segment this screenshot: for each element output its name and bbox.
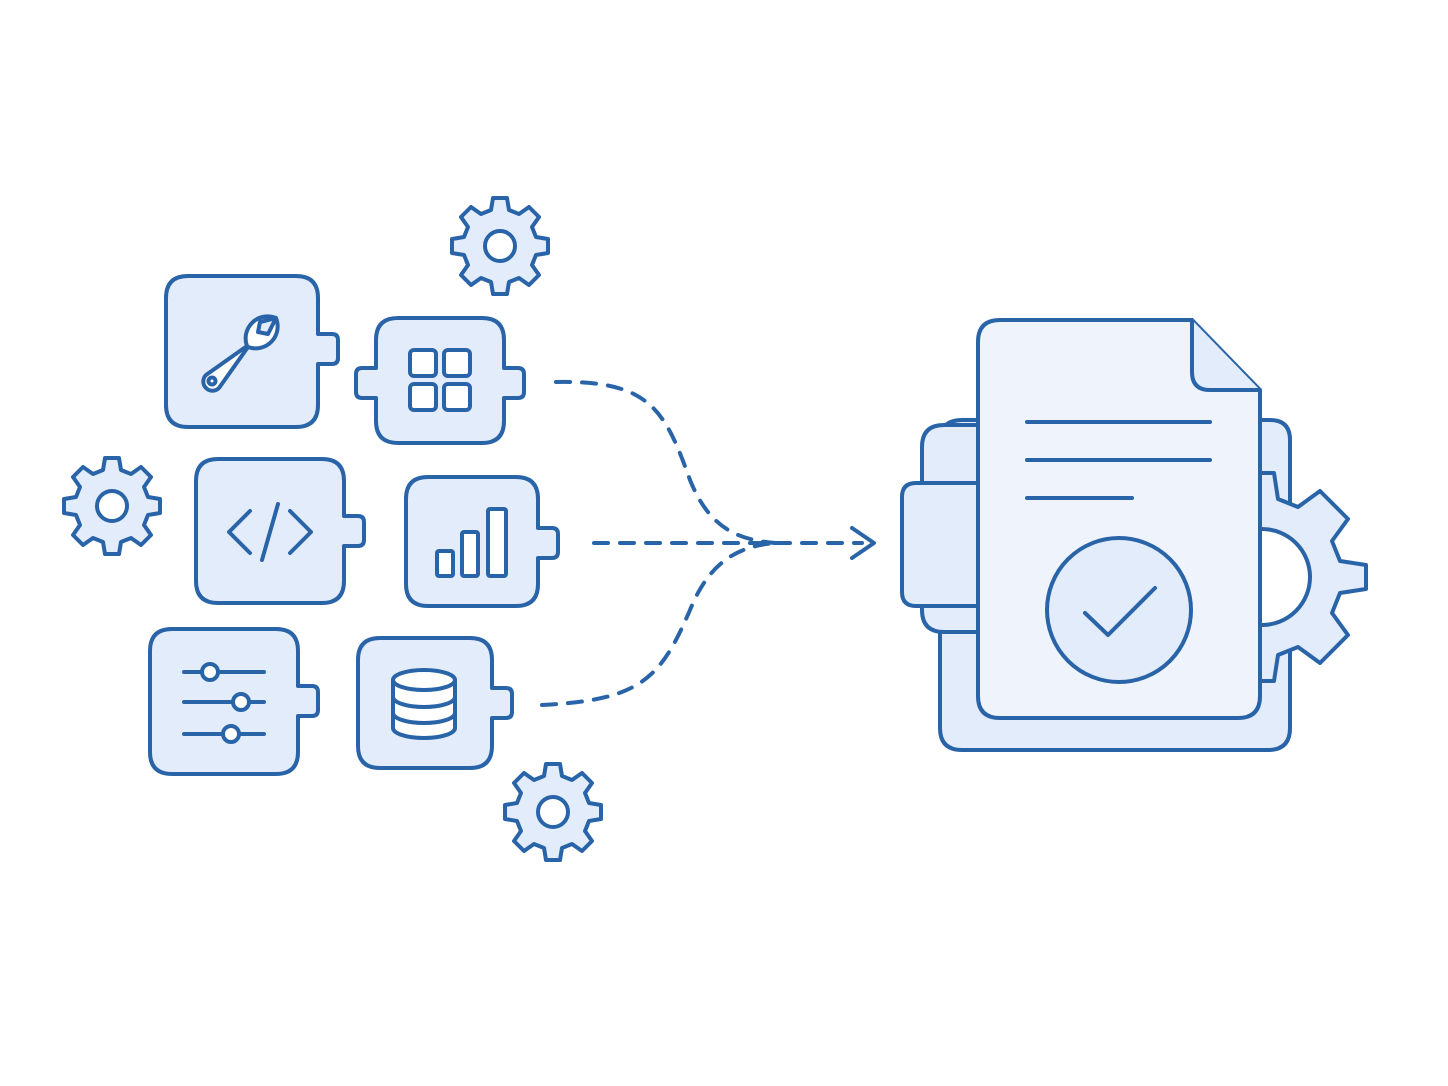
arrow-icon — [850, 526, 876, 560]
connector-top — [554, 379, 777, 545]
code-module — [194, 457, 366, 605]
wrench-icon — [201, 314, 280, 393]
gear-icon-left — [62, 456, 162, 556]
database-module — [356, 636, 514, 770]
code-icon — [227, 502, 313, 562]
dashed-connectors — [540, 379, 864, 707]
gear-icon-bottom — [503, 762, 603, 862]
sliders-module — [148, 627, 320, 776]
tab-front — [900, 481, 992, 608]
wrench-module — [164, 274, 340, 429]
gear-icon-top — [450, 196, 550, 296]
bar-chart-module — [404, 475, 560, 608]
sliders-icon — [182, 662, 266, 744]
grid-module — [354, 316, 526, 445]
bar-chart-icon — [435, 507, 508, 578]
connector-bottom — [540, 541, 777, 707]
database-icon — [391, 668, 457, 740]
check-circle-icon — [1045, 536, 1193, 684]
grid-icon — [408, 348, 472, 412]
